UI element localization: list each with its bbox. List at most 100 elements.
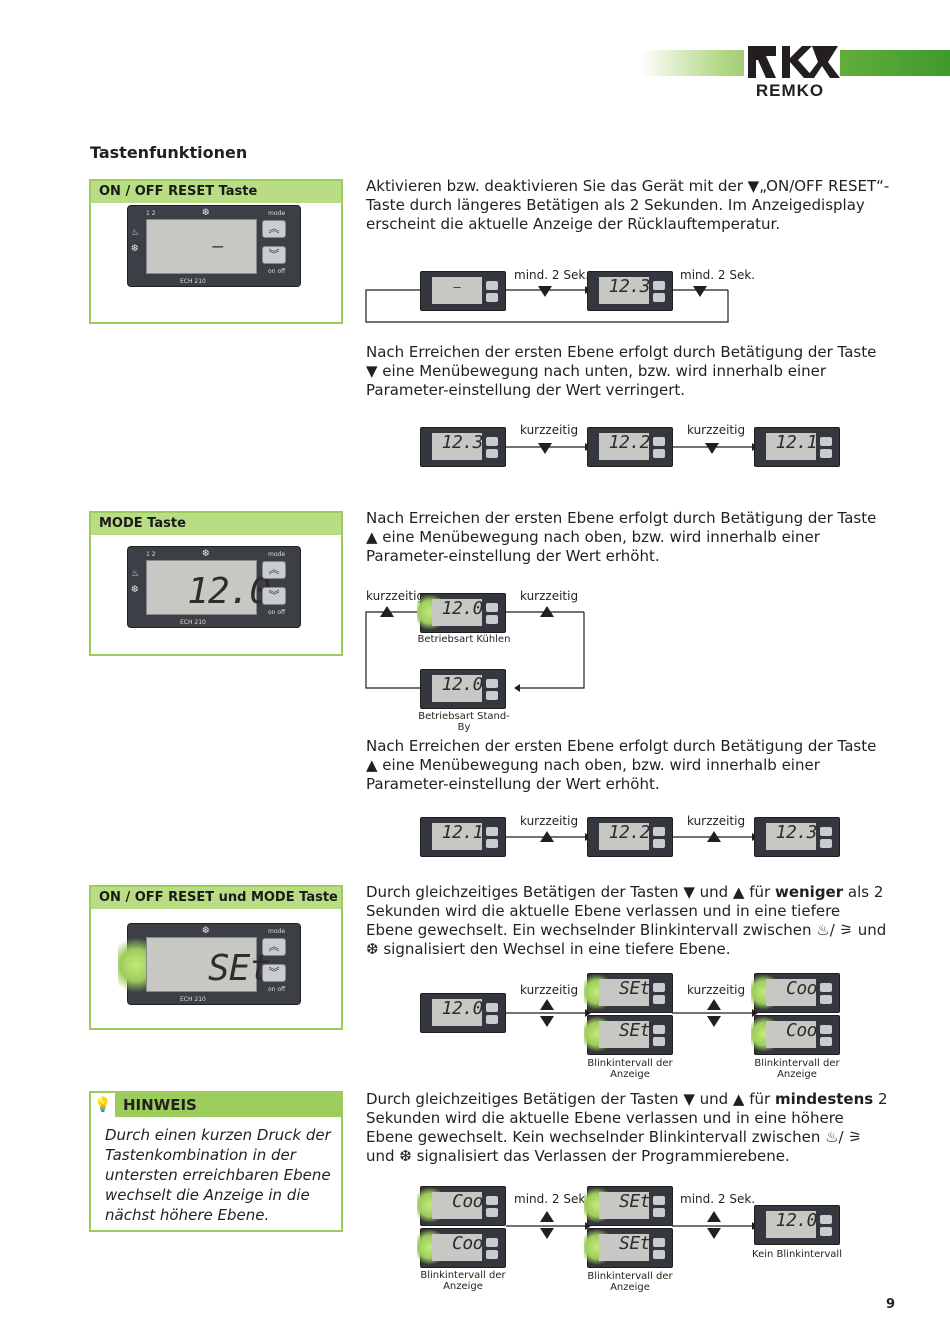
caption-kuehlen: Betriebsart Kühlen	[417, 634, 511, 645]
controller-small: 12.1	[420, 817, 506, 857]
up-arrow-icon	[707, 1211, 721, 1222]
lightbulb-icon: 💡	[94, 1097, 112, 1113]
label-kurzzeitig: kurzzeitig	[687, 983, 746, 997]
lcd-value: SEt	[207, 948, 271, 989]
p6-text-bold: mindestens	[774, 1090, 874, 1108]
paragraph-higher-level: Durch gleichzeitiges Betätigen der Taste…	[366, 1090, 891, 1166]
display-value: SEt	[618, 978, 651, 999]
label-kurzzeitig: kurzzeitig	[687, 814, 746, 828]
display-value: 12.0	[441, 674, 484, 695]
onoff-label: on off	[268, 268, 286, 275]
snowflake-icon: ❆	[202, 549, 210, 559]
hint-box: 💡 HINWEIS Durch einen kurzen Druck der T…	[89, 1091, 343, 1232]
remko-logo-icon	[744, 44, 840, 80]
label-kurzzeitig: kurzzeitig	[520, 983, 579, 997]
p5-text-c: als 2 Sekunden wird die aktuelle Ebene v…	[366, 883, 887, 958]
paragraph-onoff: Aktivieren bzw. deaktivieren Sie das Ger…	[366, 177, 890, 233]
controller-small-blinking: Coo	[751, 970, 840, 1014]
up-button[interactable]: ︽	[262, 938, 286, 956]
down-arrow-icon	[538, 443, 552, 454]
snow-icon: ❆	[131, 244, 139, 254]
controller-small-blinking: Coo	[751, 1012, 840, 1056]
mode-label: mode	[268, 210, 286, 217]
panel-mode: MODE Taste 1 2 ❆ mode ♨❆ 12.0 ︽ ︾ on off…	[89, 511, 343, 656]
controller-small: 12.3	[754, 817, 840, 857]
down-button[interactable]: ︾	[262, 964, 286, 982]
controller-small-blinking: Coo	[417, 1183, 506, 1227]
label-kurzzeitig: kurzzeitig	[520, 589, 579, 603]
paragraph-up-2: Nach Erreichen der ersten Ebene erfolgt …	[366, 737, 877, 793]
controller-small: 12.3	[420, 427, 506, 467]
display-value: Coo	[451, 1233, 484, 1254]
down-arrow-icon	[540, 1016, 554, 1027]
panel-onoff: ON / OFF RESET Taste 1 2 ❆ mode ♨❆ — ︽ ︾…	[89, 179, 343, 324]
down-button[interactable]: ︾	[262, 246, 286, 264]
lcd-display: —	[146, 219, 257, 274]
display-value: 12.3	[775, 822, 818, 843]
paragraph-lower-level: Durch gleichzeitiges Betätigen der Taste…	[366, 883, 891, 959]
p6-text-a: Durch gleichzeitiges Betätigen der Taste…	[366, 1090, 775, 1108]
caption-blink: Blinkintervall der Anzeige	[587, 1058, 673, 1080]
up-arrow-icon	[540, 606, 554, 617]
hint-title: HINWEIS	[115, 1093, 341, 1117]
status-icons: ♨❆	[131, 566, 143, 598]
display-value: 12.3	[441, 432, 484, 453]
mode-label: mode	[268, 551, 286, 558]
display-value: 12.1	[775, 432, 818, 453]
up-arrow-icon	[707, 831, 721, 842]
paragraph-up: Nach Erreichen der ersten Ebene erfolgt …	[366, 509, 877, 565]
controller-small-blinking: Coo	[417, 1225, 506, 1269]
up-arrow-icon	[707, 999, 721, 1010]
lcd-display: SEt	[146, 937, 271, 992]
controller-small: 12.0	[420, 669, 506, 709]
down-arrow-icon	[707, 1228, 721, 1239]
up-arrow-icon	[540, 999, 554, 1010]
onoff-label: on off	[268, 986, 286, 993]
label-mind2: mind. 2 Sek.	[514, 1192, 590, 1206]
display-value: SEt	[618, 1233, 651, 1254]
page-number: 9	[886, 1297, 896, 1312]
up-arrow-icon	[540, 831, 554, 842]
down-arrow-icon	[540, 1228, 554, 1239]
display-value: 12.2	[608, 822, 651, 843]
up-button[interactable]: ︽	[262, 561, 286, 579]
paragraph-down: Nach Erreichen der ersten Ebene erfolgt …	[366, 343, 877, 399]
status-icons: ♨❆	[131, 225, 143, 257]
display-value: 12.1	[441, 822, 484, 843]
display-value: SEt	[618, 1191, 651, 1212]
brand-label: ECH 210	[180, 619, 206, 626]
display-value: 12.0	[441, 598, 484, 619]
p6-text-c: 2 Sekunden wird die aktuelle Ebene verla…	[366, 1090, 888, 1165]
controller-small-blinking: SEt	[584, 1183, 673, 1227]
controller-small-blinking: 12.0	[417, 590, 506, 634]
label-kurzzeitig: kurzzeitig	[687, 423, 746, 437]
display-value: 12.0	[441, 998, 484, 1019]
caption-kein: Kein Blinkintervall	[752, 1249, 842, 1260]
brand-label: ECH 210	[180, 996, 206, 1003]
caption-blink: Blinkintervall der Anzeige	[587, 1271, 673, 1293]
panel-mode-title: MODE Taste	[91, 513, 341, 535]
caption-blink: Blinkintervall der Anzeige	[420, 1270, 506, 1292]
lcd-display: 12.0	[146, 560, 271, 615]
label-mind2: mind. 2 Sek.	[514, 268, 590, 282]
hint-header: 💡 HINWEIS	[91, 1093, 341, 1117]
up-arrow-icon	[540, 1211, 554, 1222]
up-button[interactable]: ︽	[262, 220, 286, 238]
down-arrow-icon	[705, 443, 719, 454]
lcd-value: —	[212, 236, 224, 257]
display-value: 12.3	[608, 276, 651, 297]
controller-small: —	[420, 271, 506, 311]
snowflake-icon: ❆	[202, 926, 210, 936]
mode-label: mode	[268, 928, 286, 935]
down-button[interactable]: ︾	[262, 587, 286, 605]
display-value: SEt	[618, 1020, 651, 1041]
controller-small-blinking: SEt	[584, 970, 673, 1014]
down-arrow-icon	[693, 286, 707, 297]
display-value: Coo	[785, 1020, 818, 1041]
onoff-label: on off	[268, 609, 286, 616]
controller-small: 12.2	[587, 427, 673, 467]
display-value: Coo	[451, 1191, 484, 1212]
controller-small: 12.2	[587, 817, 673, 857]
controller-small: 12.3	[587, 271, 673, 311]
brand-label: ECH 210	[180, 278, 206, 285]
